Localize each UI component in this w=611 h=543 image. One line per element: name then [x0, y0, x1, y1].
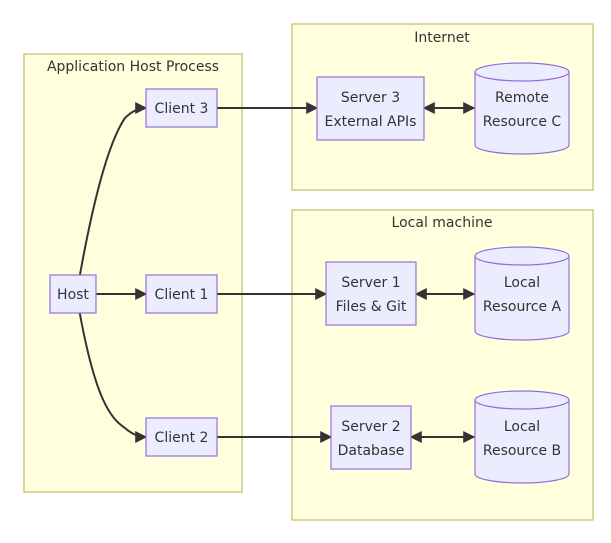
node-host[interactable]: Host: [49, 274, 97, 314]
node-server-3-line2: External APIs: [325, 114, 417, 130]
node-client-2-label: Client 2: [155, 430, 209, 446]
node-client-1[interactable]: Client 1: [145, 274, 218, 314]
node-server-1-line1: Server 1: [341, 275, 400, 291]
node-resource-b-line2: Resource B: [483, 443, 561, 459]
node-client-3-label: Client 3: [155, 101, 209, 117]
node-resource-a[interactable]: Local Resource A: [474, 246, 570, 341]
cluster-label-internet: Internet: [414, 30, 470, 46]
node-server-3-line1: Server 3: [341, 90, 400, 106]
cluster-label-local-machine: Local machine: [392, 215, 493, 231]
node-resource-b-line1: Local: [504, 419, 540, 435]
edges: [78, 102, 476, 443]
cluster-label-host-process: Application Host Process: [47, 59, 219, 75]
node-resource-c[interactable]: Remote Resource C: [474, 62, 570, 155]
node-server-2-line1: Server 2: [341, 419, 400, 435]
node-host-label: Host: [57, 287, 89, 303]
node-client-2[interactable]: Client 2: [145, 417, 218, 457]
node-server-1[interactable]: Server 1 Files & Git: [325, 261, 417, 326]
node-resource-a-line1: Local: [504, 275, 540, 291]
node-server-1-line2: Files & Git: [336, 299, 407, 315]
edge-host-client3: [78, 102, 148, 281]
node-server-2-line2: Database: [338, 443, 405, 459]
node-resource-a-line2: Resource A: [483, 299, 562, 315]
node-client-1-label: Client 1: [155, 287, 209, 303]
node-resource-b[interactable]: Local Resource B: [474, 390, 570, 484]
node-server-2[interactable]: Server 2 Database: [330, 405, 412, 470]
node-server-3[interactable]: Server 3 External APIs: [316, 76, 425, 141]
node-resource-c-line1: Remote: [495, 90, 549, 106]
node-client-3[interactable]: Client 3: [145, 88, 218, 128]
edge-host-client2: [78, 308, 148, 443]
node-resource-c-line2: Resource C: [483, 114, 562, 130]
